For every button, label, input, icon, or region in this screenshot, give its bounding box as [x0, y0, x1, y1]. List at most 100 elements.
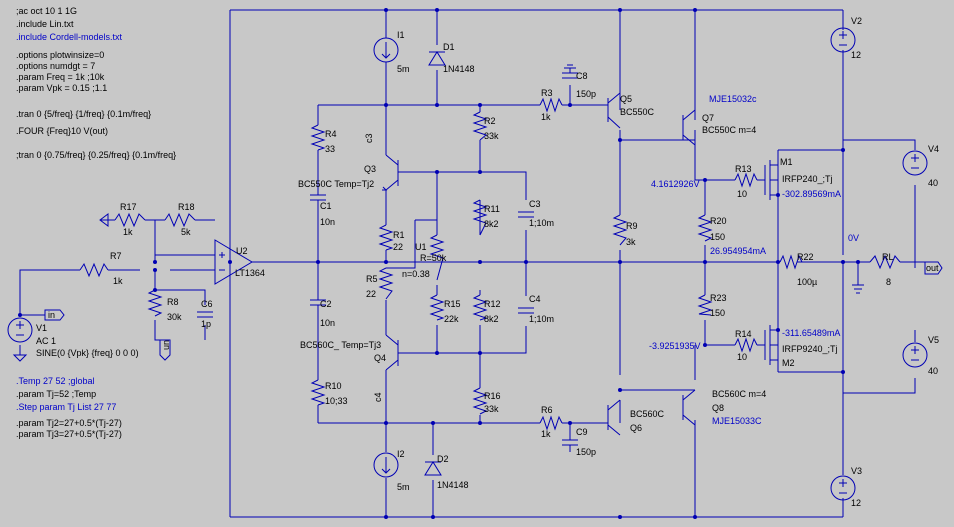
directive-10: .Temp 27 52 ;global [16, 376, 95, 386]
labels-r8v: 30k [167, 312, 182, 322]
resistor-r7 [79, 262, 109, 278]
labels-c3: C3 [529, 199, 541, 209]
labels-cur3: -311.65489mA [782, 328, 840, 338]
labels-u1n: n=0.38 [402, 269, 430, 279]
labels-v3: V3 [851, 466, 862, 476]
resistor-r5 [378, 267, 394, 300]
directive-6: .param Vpk = 0.15 ;1.1 [16, 83, 107, 93]
labels-r23v: 150 [710, 308, 725, 318]
resistor-r15 [429, 294, 445, 321]
capacitor-c6 [197, 311, 213, 318]
labels-rlv: 8 [886, 277, 891, 287]
ground-output [852, 284, 864, 294]
labels-c9: C9 [576, 427, 588, 437]
labels-r9: R9 [626, 221, 638, 231]
labels-r13: R13 [735, 164, 752, 174]
directive-3: .options plotwinsize=0 [16, 50, 104, 60]
labels-r17: R17 [120, 202, 137, 212]
wires [19, 9, 925, 518]
labels-m1v: IRFP240_;Tj [782, 174, 833, 184]
capacitor-c4 [518, 307, 534, 314]
labels-v2: V2 [851, 16, 862, 26]
labels-c3: c3 [364, 133, 374, 143]
current-source-i2 [373, 452, 399, 478]
labels-u2: U2 [236, 246, 248, 256]
capacitor-c2 [310, 299, 326, 325]
labels-r6v: 1k [541, 429, 551, 439]
labels-q6: Q6 [630, 423, 642, 433]
labels-r16v: 33k [484, 404, 499, 414]
labels-v1: V1 [36, 323, 47, 333]
labels-r20v: 150 [710, 232, 725, 242]
labels-q4: Q4 [374, 353, 386, 363]
voltage-source-v1 [7, 317, 33, 343]
labels-c8: C8 [576, 71, 588, 81]
labels-r18: R18 [178, 202, 195, 212]
mosfet-m2 [764, 325, 778, 365]
labels-c2v: 10n [320, 318, 335, 328]
potentiometer-u1 [429, 234, 445, 281]
junctions [18, 8, 860, 519]
labels-c6: C6 [201, 299, 213, 309]
labels-outflag: out [926, 263, 939, 273]
labels-u1v: R=50k [420, 253, 447, 263]
mosfet-m1 [764, 160, 778, 200]
labels-q7m: BC550C m=4 [702, 125, 756, 135]
resistor-r1 [378, 224, 394, 251]
labels-q8: Q8 [712, 403, 724, 413]
resistor-r14 [734, 337, 758, 353]
labels-r10v: 10;33 [325, 396, 348, 406]
transistor-q8 [670, 389, 696, 426]
labels-r7v: 1k [113, 276, 123, 286]
labels-c8v: 150p [576, 89, 596, 99]
capacitor-c9 [562, 439, 578, 452]
labels-r1v: 22 [393, 242, 403, 252]
resistor-r6 [539, 415, 563, 431]
resistor-r8 [147, 289, 163, 317]
labels-u1: U1 [415, 242, 427, 252]
labels-r4v: 33 [325, 144, 335, 154]
resistor-r23 [697, 294, 713, 316]
labels-m2v: IRFP9240_;Tj [782, 344, 838, 354]
diode-d1 [428, 51, 446, 66]
labels-r9v: 3k [626, 237, 636, 247]
labels-q6v: BC560C [630, 409, 665, 419]
labels-c4: C4 [529, 294, 541, 304]
labels-c9v: 150p [576, 447, 596, 457]
labels-c4v: 1;10m [529, 314, 554, 324]
labels-r22: R22 [797, 252, 814, 262]
ground-r17 [99, 213, 109, 227]
labels-c2: C2 [320, 299, 332, 309]
transistor-q7 [670, 109, 696, 146]
voltage-source-v4 [902, 150, 928, 176]
labels-r5v: 22 [366, 289, 376, 299]
resistor-r9 [612, 214, 628, 246]
resistor-r20 [697, 214, 713, 242]
labels-i1v: 5m [397, 64, 410, 74]
labels-rl: RL [882, 252, 894, 262]
net-flag-un [159, 339, 171, 361]
transistor-q3 [382, 154, 399, 191]
labels-r15v: 22k [444, 314, 459, 324]
resistor-rl [869, 254, 901, 270]
labels-q8m: BC560C m=4 [712, 389, 766, 399]
labels-r3: R3 [541, 88, 553, 98]
net-flag-in [44, 309, 65, 321]
directive-5: .param Freq = 1k ;10k [16, 72, 105, 82]
labels-d2: D2 [437, 454, 449, 464]
labels-r8: R8 [167, 297, 179, 307]
labels-q5: Q5 [620, 94, 632, 104]
labels-q3: Q3 [364, 164, 376, 174]
labels-r11: R11 [484, 204, 500, 214]
labels-cur2: 26.954954mA [710, 246, 766, 256]
labels-r17v: 1k [123, 227, 133, 237]
resistor-r18 [164, 212, 196, 228]
labels-r11v: 8k2 [484, 219, 499, 229]
ground-v1 [12, 354, 28, 362]
labels-unflag: un [161, 340, 171, 350]
resistor-r22 [779, 254, 803, 270]
labels-r6: R6 [541, 405, 553, 415]
labels-r16: R16 [484, 391, 501, 401]
